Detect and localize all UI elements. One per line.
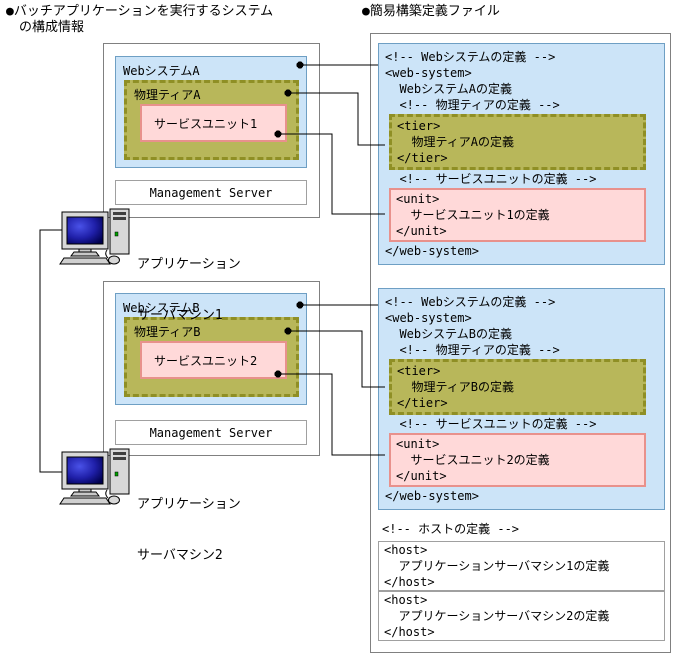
machine-label-2-line1: アプリケーション (137, 497, 241, 512)
web-system-definition-block-2: <!-- Webシステムの定義 --> <web-system> Webシステム… (378, 288, 665, 510)
desktop-computer-icon (59, 448, 130, 505)
web-system-definition-text: WebシステムBの定義 (385, 327, 512, 341)
left-panel-title-line2: の構成情報 (19, 20, 85, 35)
comment-unit-definition: <!-- サービスユニットの定義 --> (385, 172, 597, 186)
host-definition-text: アプリケーションサーバマシン1の定義 (384, 559, 610, 573)
unit-close-tag: </unit> (396, 224, 447, 238)
tier-definition-box-1: <tier> 物理ティアAの定義 </tier> (389, 114, 646, 170)
tier-definition-text: 物理ティアBの定義 (397, 380, 514, 394)
comment-unit-definition: <!-- サービスユニットの定義 --> (385, 417, 597, 431)
service-unit-label-2: サービスユニット2 (154, 353, 258, 368)
left-panel-title-line1: ●バッチアプリケーションを実行するシステム (6, 4, 274, 19)
host-definition-text: アプリケーションサーバマシン2の定義 (384, 609, 610, 623)
tier-definition-text: 物理ティアAの定義 (397, 135, 514, 149)
unit-definition-text: サービスユニット1の定義 (396, 208, 550, 222)
machine-label-1: アプリケーション サーバマシン1 (137, 222, 241, 358)
host-open-tag: <host> (384, 593, 428, 607)
machine-label-1-line1: アプリケーション (137, 257, 241, 272)
management-server-box-a: Management Server (115, 180, 307, 205)
service-unit-box-1: サービスユニット1 (140, 104, 287, 142)
service-unit-box-2: サービスユニット2 (140, 341, 287, 379)
web-system-definition-text: WebシステムAの定義 (385, 82, 512, 96)
comment-tier-definition: <!-- 物理ティアの定義 --> (385, 98, 560, 112)
tier-open-tag: <tier> (397, 364, 441, 378)
web-system-definition-block-1: <!-- Webシステムの定義 --> <web-system> Webシステム… (378, 43, 665, 265)
host-close-tag: </host> (384, 575, 435, 589)
tier-close-tag: </tier> (397, 396, 448, 410)
machine-label-2-line2: サーバマシン2 (137, 548, 223, 563)
tier-definition-box-2: <tier> 物理ティアBの定義 </tier> (389, 359, 646, 415)
comment-web-system-definition: <!-- Webシステムの定義 --> (385, 295, 556, 309)
machine-label-1-line2: サーバマシン1 (137, 308, 223, 323)
comment-web-system-definition: <!-- Webシステムの定義 --> (385, 50, 556, 64)
web-system-close-tag: </web-system> (385, 244, 479, 258)
host-definition-box-2: <host> アプリケーションサーバマシン2の定義 </host> (378, 591, 665, 641)
desktop-computer-icon (59, 208, 130, 265)
unit-open-tag: <unit> (396, 437, 440, 451)
web-system-open-tag: <web-system> (385, 66, 472, 80)
web-system-label-b: WebシステムB (123, 301, 200, 315)
physical-tier-label-a: 物理ティアA (134, 88, 201, 102)
host-close-tag: </host> (384, 625, 435, 639)
physical-tier-label-b: 物理ティアB (134, 325, 201, 339)
machine-label-2: アプリケーション サーバマシン2 (137, 462, 241, 598)
web-system-close-tag: </web-system> (385, 489, 479, 503)
management-server-box-b: Management Server (115, 420, 307, 445)
unit-definition-box-2: <unit> サービスユニット2の定義 </unit> (389, 433, 646, 487)
tier-close-tag: </tier> (397, 151, 448, 165)
unit-close-tag: </unit> (396, 469, 447, 483)
host-open-tag: <host> (384, 543, 428, 557)
unit-definition-text: サービスユニット2の定義 (396, 453, 550, 467)
service-unit-label-1: サービスユニット1 (154, 116, 258, 131)
comment-host-definition: <!-- ホストの定義 --> (382, 522, 520, 536)
web-system-label-a: WebシステムA (123, 64, 200, 78)
unit-open-tag: <unit> (396, 192, 440, 206)
tier-open-tag: <tier> (397, 119, 441, 133)
comment-tier-definition: <!-- 物理ティアの定義 --> (385, 343, 560, 357)
host-definition-box-1: <host> アプリケーションサーバマシン1の定義 </host> (378, 541, 665, 591)
web-system-open-tag: <web-system> (385, 311, 472, 325)
right-panel-title: ●簡易構築定義ファイル (362, 4, 500, 19)
unit-definition-box-1: <unit> サービスユニット1の定義 </unit> (389, 188, 646, 242)
